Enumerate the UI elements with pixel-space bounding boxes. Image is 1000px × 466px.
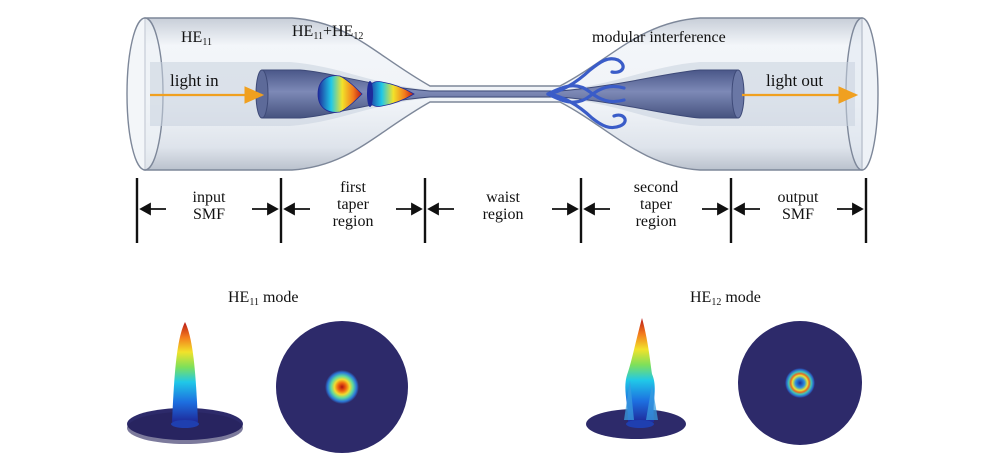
mode-profile-he11: [317, 75, 363, 113]
light-out-label: light out: [766, 71, 824, 90]
region-dividers: [135, 178, 868, 243]
he11-cross-section: [276, 321, 408, 453]
region-arrows: [139, 202, 864, 216]
he12-mode-title: HE12 mode: [690, 289, 761, 308]
he11-input-label: HE11: [181, 29, 212, 48]
he11-he12-label: HE11+HE12: [292, 23, 364, 42]
he11-3d-profile: [127, 322, 243, 444]
mode-profile-he12: [367, 81, 415, 107]
he11-mode-title: HE11 mode: [228, 289, 299, 308]
modular-interference-label: modular interference: [592, 29, 726, 46]
interference-pattern: [546, 57, 627, 130]
light-in-label: light in: [170, 71, 219, 90]
he12-3d-profile: [586, 318, 686, 439]
he12-cross-section: [738, 321, 862, 445]
